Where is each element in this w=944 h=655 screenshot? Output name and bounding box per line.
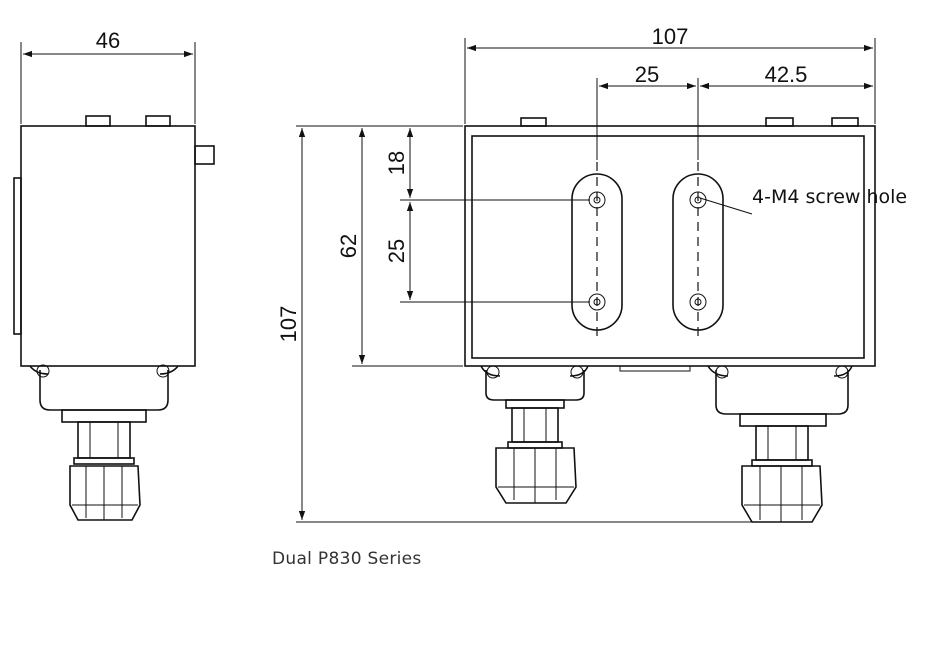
dim-hole-spacing: 25 42.5 [596, 62, 876, 160]
dim-label-hole-spacing: 25 [635, 62, 659, 87]
side-view [13, 115, 215, 521]
dim-label-top-offset: 18 [384, 151, 409, 175]
callout-screw-hole: 4-M4 screw hole [752, 186, 907, 208]
dim-label-hole-offset: 42.5 [765, 62, 808, 87]
screw-hole-callout: 4-M4 screw hole [699, 186, 907, 215]
dim-label-total-height: 107 [276, 306, 301, 343]
dim-mounting-height: 62 [296, 125, 463, 367]
dim-vertical-holes: 18 25 [384, 128, 590, 303]
dim-side-width: 46 [20, 28, 196, 124]
front-view [464, 117, 876, 523]
dim-label-front-width: 107 [652, 24, 689, 49]
dim-front-width: 107 [464, 24, 876, 124]
dim-label-side-width: 46 [96, 28, 120, 53]
dim-label-vertical-spacing: 25 [384, 239, 409, 263]
dim-label-mounting-height: 62 [336, 234, 361, 258]
drawing-caption: Dual P830 Series [272, 549, 422, 569]
dim-total-height: 107 [276, 128, 812, 523]
